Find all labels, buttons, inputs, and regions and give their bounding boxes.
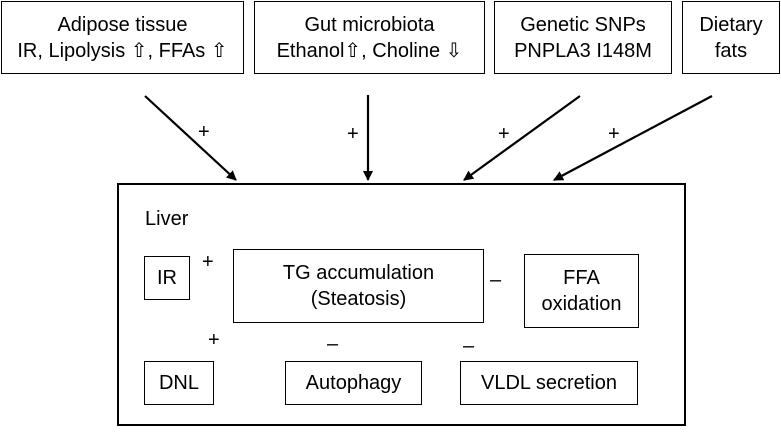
ffa-label: FFA <box>563 267 600 289</box>
autophagy-minus-sign: – <box>327 333 339 355</box>
ffa-minus-sign: – <box>490 269 502 291</box>
arrow-fats-to-liver <box>553 95 713 181</box>
adipose-tissue-title: Adipose tissue <box>57 13 188 36</box>
gut-microbiota-title: Gut microbiota <box>304 13 435 36</box>
tg-accumulation-box: TG accumulation (Steatosis) <box>233 249 484 323</box>
fats-plus-sign: + <box>608 123 620 145</box>
liver-label: Liver <box>145 208 189 230</box>
dietary-fats-line1: Dietary <box>699 13 763 36</box>
dietary-fats-box: Dietary fats <box>682 1 780 74</box>
adipose-plus-sign: + <box>198 121 210 143</box>
dnl-plus-sign: + <box>208 329 220 351</box>
gut-plus-sign: + <box>347 123 359 145</box>
ir-label: IR <box>157 267 177 289</box>
arrow-snps-to-liver <box>463 95 581 181</box>
ffa-oxidation-box: FFA oxidation <box>524 254 639 328</box>
snps-plus-sign: + <box>498 123 510 145</box>
autophagy-label: Autophagy <box>305 372 402 394</box>
ir-plus-sign: + <box>202 251 214 273</box>
gut-microbiota-box: Gut microbiota Ethanol⇧, Choline ⇩ <box>254 1 485 74</box>
arrow-adipose-to-liver <box>144 95 237 181</box>
autophagy-box: Autophagy <box>285 361 422 405</box>
steatosis-label: (Steatosis) <box>310 288 407 310</box>
tg-accumulation-label: TG accumulation <box>282 262 435 284</box>
dietary-fats-line2: fats <box>714 39 748 62</box>
dnl-label: DNL <box>158 372 199 394</box>
ir-box: IR <box>144 256 190 300</box>
adipose-tissue-box: Adipose tissue IR, Lipolysis ⇧, FFAs ⇧ <box>1 1 244 74</box>
gut-microbiota-details: Ethanol⇧, Choline ⇩ <box>276 39 463 62</box>
dnl-box: DNL <box>144 361 214 405</box>
vldl-secretion-label: VLDL secretion <box>481 372 617 394</box>
genetic-snps-details: PNPLA3 I148M <box>514 39 652 62</box>
genetic-snps-box: Genetic SNPs PNPLA3 I148M <box>494 1 672 74</box>
genetic-snps-title: Genetic SNPs <box>520 13 646 36</box>
oxidation-label: oxidation <box>541 293 622 315</box>
vldl-secretion-box: VLDL secretion <box>460 361 638 405</box>
adipose-tissue-details: IR, Lipolysis ⇧, FFAs ⇧ <box>17 39 228 62</box>
vldl-minus-sign: – <box>463 335 475 357</box>
